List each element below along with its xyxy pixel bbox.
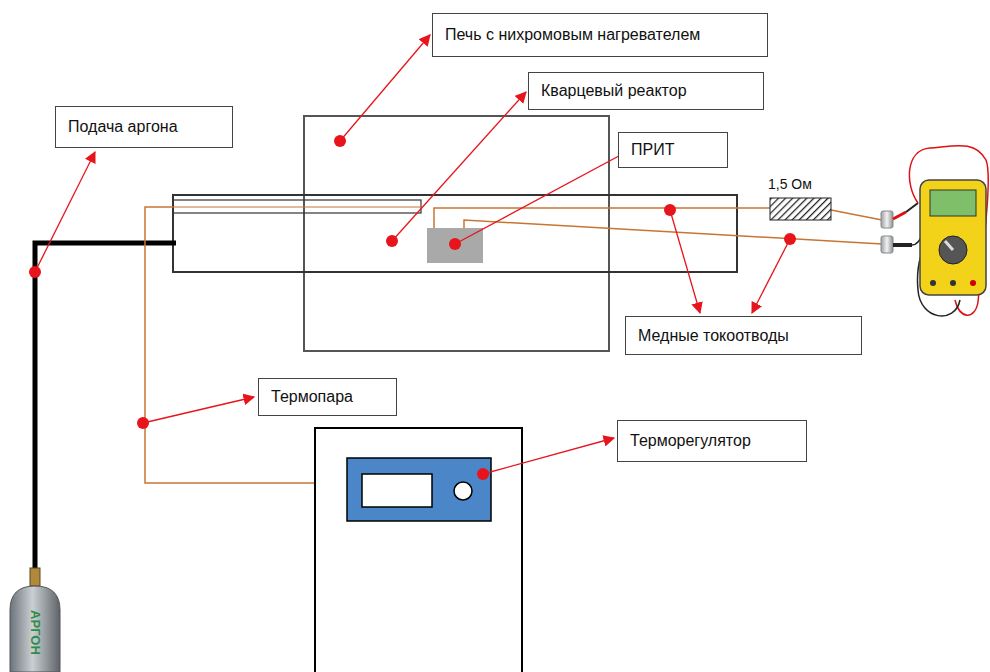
callout-text: Термопара	[271, 388, 353, 406]
terminal-plug	[881, 211, 893, 228]
multimeter-dial	[939, 236, 967, 264]
red-probe-wire	[909, 146, 988, 316]
cylinder-marking: АРГОН	[28, 610, 43, 655]
cylinder-valve	[30, 568, 40, 586]
leader-line	[35, 152, 95, 272]
thermocouple-sheath	[173, 200, 421, 213]
control-knob	[454, 482, 472, 500]
leader-line	[340, 35, 430, 141]
callout-box: ПРИТ	[618, 132, 728, 168]
thermoregulator-cabinet	[315, 428, 522, 672]
leader-dot	[137, 417, 149, 429]
red-probe	[893, 212, 906, 219]
black-probe	[893, 243, 912, 247]
callout-box: Печь с нихромовым нагревателем	[432, 13, 768, 57]
leader-dot	[449, 238, 461, 250]
callout-text: Медные токоотводы	[638, 327, 789, 345]
leader-line	[143, 397, 254, 423]
leader-line	[392, 92, 526, 241]
multimeter-jack	[930, 280, 936, 286]
argon-pipe	[35, 243, 176, 580]
multimeter-dial-pointer	[945, 241, 953, 250]
callout-box: Медные токоотводы	[625, 316, 862, 355]
leader-dot	[386, 235, 398, 247]
copper-lead	[464, 220, 882, 244]
leader-line	[752, 239, 790, 313]
leader-dot	[477, 468, 489, 480]
leader-dot	[664, 204, 676, 216]
resistor-symbol	[770, 198, 831, 220]
display-window	[362, 474, 432, 507]
multimeter-display	[930, 190, 976, 216]
callout-box: Терморегулятор	[617, 420, 807, 462]
callout-text: Печь с нихромовым нагревателем	[445, 26, 700, 44]
callout-text: Терморегулятор	[630, 432, 751, 450]
red-probe-tip	[906, 203, 918, 212]
leader-line	[455, 150, 630, 244]
copper-lead	[831, 210, 882, 220]
leader-dot	[334, 135, 346, 147]
thermocouple-wire-inner	[173, 207, 421, 208]
leader-dot	[29, 266, 41, 278]
multimeter-body	[920, 180, 986, 295]
furnace-outline	[304, 116, 609, 351]
argon-cylinder	[10, 586, 60, 672]
callout-text: ПРИТ	[631, 141, 674, 159]
callout-text: Кварцевый реактор	[541, 82, 687, 100]
leader-line	[670, 210, 700, 313]
control-panel	[347, 458, 491, 521]
multimeter-jack	[970, 280, 976, 286]
callout-box: Термопара	[258, 378, 397, 416]
callout-box: Подача аргона	[55, 106, 233, 148]
leader-line	[483, 438, 614, 474]
thermocouple-wire	[145, 207, 315, 483]
leader-lines	[35, 35, 790, 474]
terminal-plug	[881, 236, 893, 253]
leader-dot	[784, 233, 796, 245]
multimeter-jack	[950, 280, 956, 286]
resistance-value: 1,5 Ом	[768, 176, 812, 192]
reactor-tube	[173, 195, 737, 272]
callout-box: Кварцевый реактор	[528, 72, 764, 110]
callout-text: Подача аргона	[68, 118, 178, 136]
copper-lead	[434, 208, 770, 228]
